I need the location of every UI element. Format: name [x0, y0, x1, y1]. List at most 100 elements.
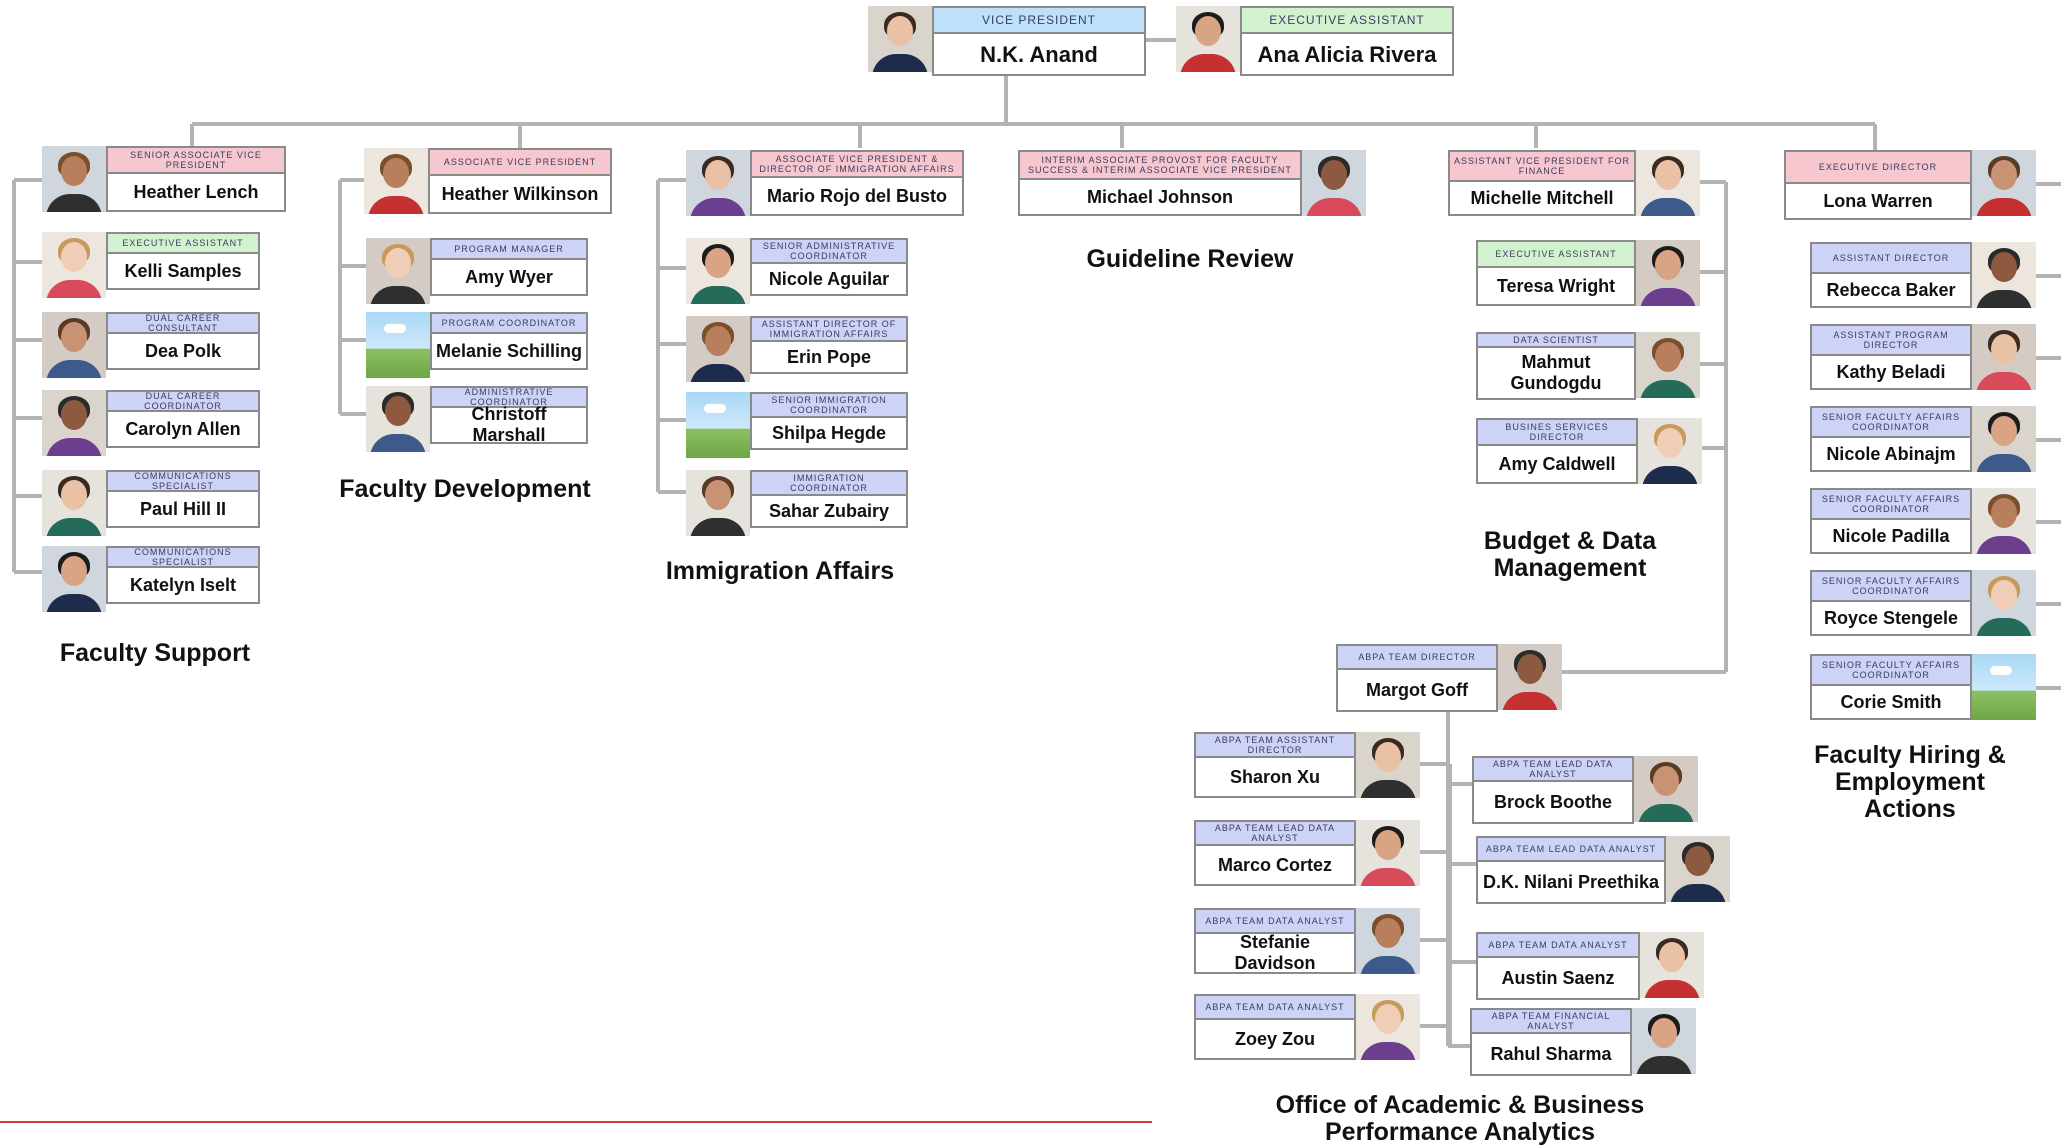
job-title: BUSINES SERVICES DIRECTOR [1478, 420, 1636, 446]
person-card-michelle-mitchell: ASSISTANT VICE PRESIDENT FOR FINANCE Mich… [1448, 150, 1700, 216]
person-name: Stefanie Davidson [1234, 932, 1316, 973]
person-photo [1302, 150, 1366, 216]
person-photo [366, 238, 430, 304]
person-name: N.K. Anand [980, 41, 1098, 67]
person-photo [42, 390, 106, 456]
person-name: Nicole Aguilar [768, 268, 890, 289]
person-card-mario-rojo-del-busto: ASSOCIATE VICE PRESIDENT & DIRECTOR OF I… [686, 150, 964, 216]
person-name: Michelle Mitchell [1470, 187, 1614, 208]
person-photo [42, 546, 106, 612]
person-name: Amy Wyer [465, 266, 553, 287]
job-title: SENIOR FACULTY AFFAIRS COORDINATOR [1812, 656, 1970, 686]
person-name: Lona Warren [1823, 190, 1933, 211]
job-title: INTERIM ASSOCIATE PROVOST FOR FACULTY SU… [1020, 152, 1300, 180]
person-name: Melanie Schilling [435, 340, 583, 361]
person-name: Margot Goff [1366, 679, 1468, 700]
person-photo [1640, 932, 1704, 998]
person-card-michael-johnson: INTERIM ASSOCIATE PROVOST FOR FACULTY SU… [1018, 150, 1366, 216]
job-title: EXECUTIVE DIRECTOR [1786, 152, 1970, 184]
job-title: ABPA TEAM LEAD DATA ANALYST [1196, 822, 1354, 846]
person-photo [1972, 242, 2036, 308]
person-photo [366, 386, 430, 452]
person-name: Amy Caldwell [1498, 453, 1616, 474]
job-title: SENIOR IMMIGRATION COORDINATOR [752, 394, 906, 418]
person-name: Rahul Sharma [1490, 1043, 1612, 1064]
person-photo [1356, 732, 1420, 798]
person-name: Sahar Zubairy [768, 500, 890, 521]
person-photo [42, 312, 106, 378]
person-photo [1638, 418, 1702, 484]
person-photo [1636, 150, 1700, 216]
job-title: ABPA TEAM ASSISTANT DIRECTOR [1196, 734, 1354, 758]
job-title: SENIOR FACULTY AFFAIRS COORDINATOR [1812, 408, 1970, 438]
job-title: DUAL CAREER CONSULTANT [108, 313, 258, 334]
person-photo [1666, 836, 1730, 902]
person-photo [1356, 908, 1420, 974]
job-title: ABPA TEAM FINANCIAL ANALYST [1472, 1010, 1630, 1034]
person-name: Christoff Marshall [471, 404, 547, 445]
person-photo [1498, 644, 1562, 710]
job-title: EXECUTIVE ASSISTANT [108, 234, 258, 254]
job-title: SENIOR FACULTY AFFAIRS COORDINATOR [1812, 490, 1970, 520]
person-photo [366, 312, 430, 378]
person-name: Heather Lench [133, 181, 259, 202]
job-title: DUAL CAREER COORDINATOR [108, 391, 258, 412]
person-photo [686, 316, 750, 382]
person-card-amy-caldwell: BUSINES SERVICES DIRECTOR Amy Caldwell [1476, 418, 1702, 484]
person-name: Michael Johnson [1086, 186, 1234, 207]
person-card-erin-pope: ASSISTANT DIRECTOR OF IMMIGRATION AFFAIR… [686, 316, 908, 382]
person-name: Shilpa Hegde [771, 422, 887, 443]
person-name: D.K. Nilani Preethika [1482, 871, 1660, 892]
job-title: SENIOR ADMINISTRATIVE COORDINATOR [752, 240, 906, 264]
group-label-guideline-review: Guideline Review [1086, 245, 1294, 273]
job-title: ASSISTANT VICE PRESIDENT FOR FINANCE [1450, 152, 1634, 182]
job-title: COMMUNICATIONS SPECIALIST [108, 547, 258, 568]
job-title: EXECUTIVE ASSISTANT [1242, 8, 1452, 34]
person-photo [1176, 6, 1240, 72]
person-name: Teresa Wright [1496, 275, 1616, 296]
job-title: ASSISTANT PROGRAM DIRECTOR [1812, 326, 1970, 356]
person-photo [686, 238, 750, 304]
group-label-immigration-affairs: Immigration Affairs [665, 557, 895, 585]
person-card-kathy-beladi: ASSISTANT PROGRAM DIRECTOR Kathy Beladi [1810, 324, 2036, 390]
person-name: Carolyn Allen [125, 418, 241, 439]
person-photo [1972, 570, 2036, 636]
person-name: Heather Wilkinson [441, 183, 599, 204]
job-title: ABPA TEAM DATA ANALYST [1196, 910, 1354, 934]
person-name: Ana Alicia Rivera [1257, 41, 1437, 67]
person-card-nicole-abinajm: SENIOR FACULTY AFFAIRS COORDINATOR Nicole… [1810, 406, 2036, 472]
person-photo [1356, 994, 1420, 1060]
job-title: PROGRAM MANAGER [432, 240, 586, 260]
person-card-nicole-padilla: SENIOR FACULTY AFFAIRS COORDINATOR Nicole… [1810, 488, 2036, 554]
job-title: SENIOR FACULTY AFFAIRS COORDINATOR [1812, 572, 1970, 602]
person-photo [1972, 150, 2036, 216]
person-card-amy-wyer: PROGRAM MANAGER Amy Wyer [366, 238, 588, 304]
person-name: Paul Hill II [139, 498, 227, 519]
person-photo [1632, 1008, 1696, 1074]
person-name: Kathy Beladi [1836, 361, 1946, 382]
job-title: IMMIGRATION COORDINATOR [752, 472, 906, 496]
job-title: ABPA TEAM DATA ANALYST [1196, 996, 1354, 1020]
person-photo [686, 470, 750, 536]
job-title: DATA SCIENTIST [1478, 334, 1634, 348]
person-name: Nicole Padilla [1832, 525, 1950, 546]
person-photo [42, 146, 106, 212]
person-name: Nicole Abinajm [1826, 443, 1956, 464]
person-name: Katelyn Iselt [129, 574, 237, 595]
group-label-faculty-support: Faculty Support [59, 639, 251, 667]
person-name: Brock Boothe [1493, 791, 1612, 812]
person-photo [1972, 488, 2036, 554]
